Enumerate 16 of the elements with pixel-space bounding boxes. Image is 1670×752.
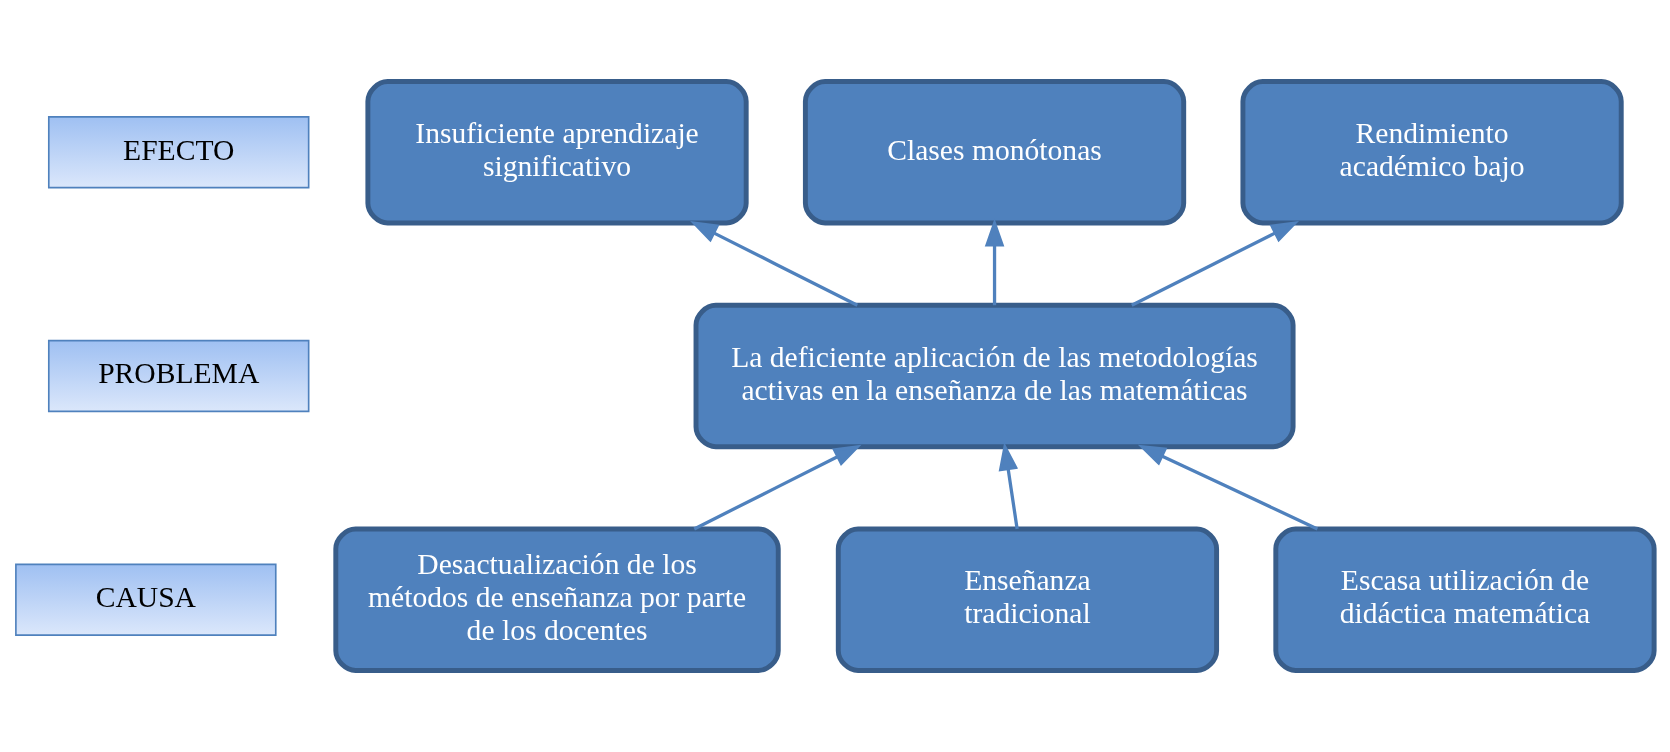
node-box: Rendimiento académico bajo (1240, 79, 1624, 226)
arrow (1131, 220, 1299, 307)
arrow (984, 218, 1005, 306)
node-box: EFECTO (47, 116, 310, 189)
node-box: Clases monótonas (802, 79, 1187, 226)
node-box: Escasa utilización de didáctica matemática (1273, 526, 1657, 673)
arrow (690, 220, 859, 307)
arrow (693, 444, 862, 531)
node-box: Enseñanza tradicional (835, 526, 1220, 673)
node-box: CAUSA (15, 563, 277, 636)
arrow (998, 442, 1019, 530)
node-box: PROBLEMA (47, 339, 310, 413)
node-box: Insuficiente aprendizaje significativo (365, 79, 749, 226)
node-box: La deficiente aplicación de las metodologías activas en la enseñanza de las matemáticas (693, 302, 1296, 450)
arrow (1137, 444, 1319, 531)
node-box: Desactualización de los métodos de enseñanza por parte de los docentes (333, 526, 781, 673)
